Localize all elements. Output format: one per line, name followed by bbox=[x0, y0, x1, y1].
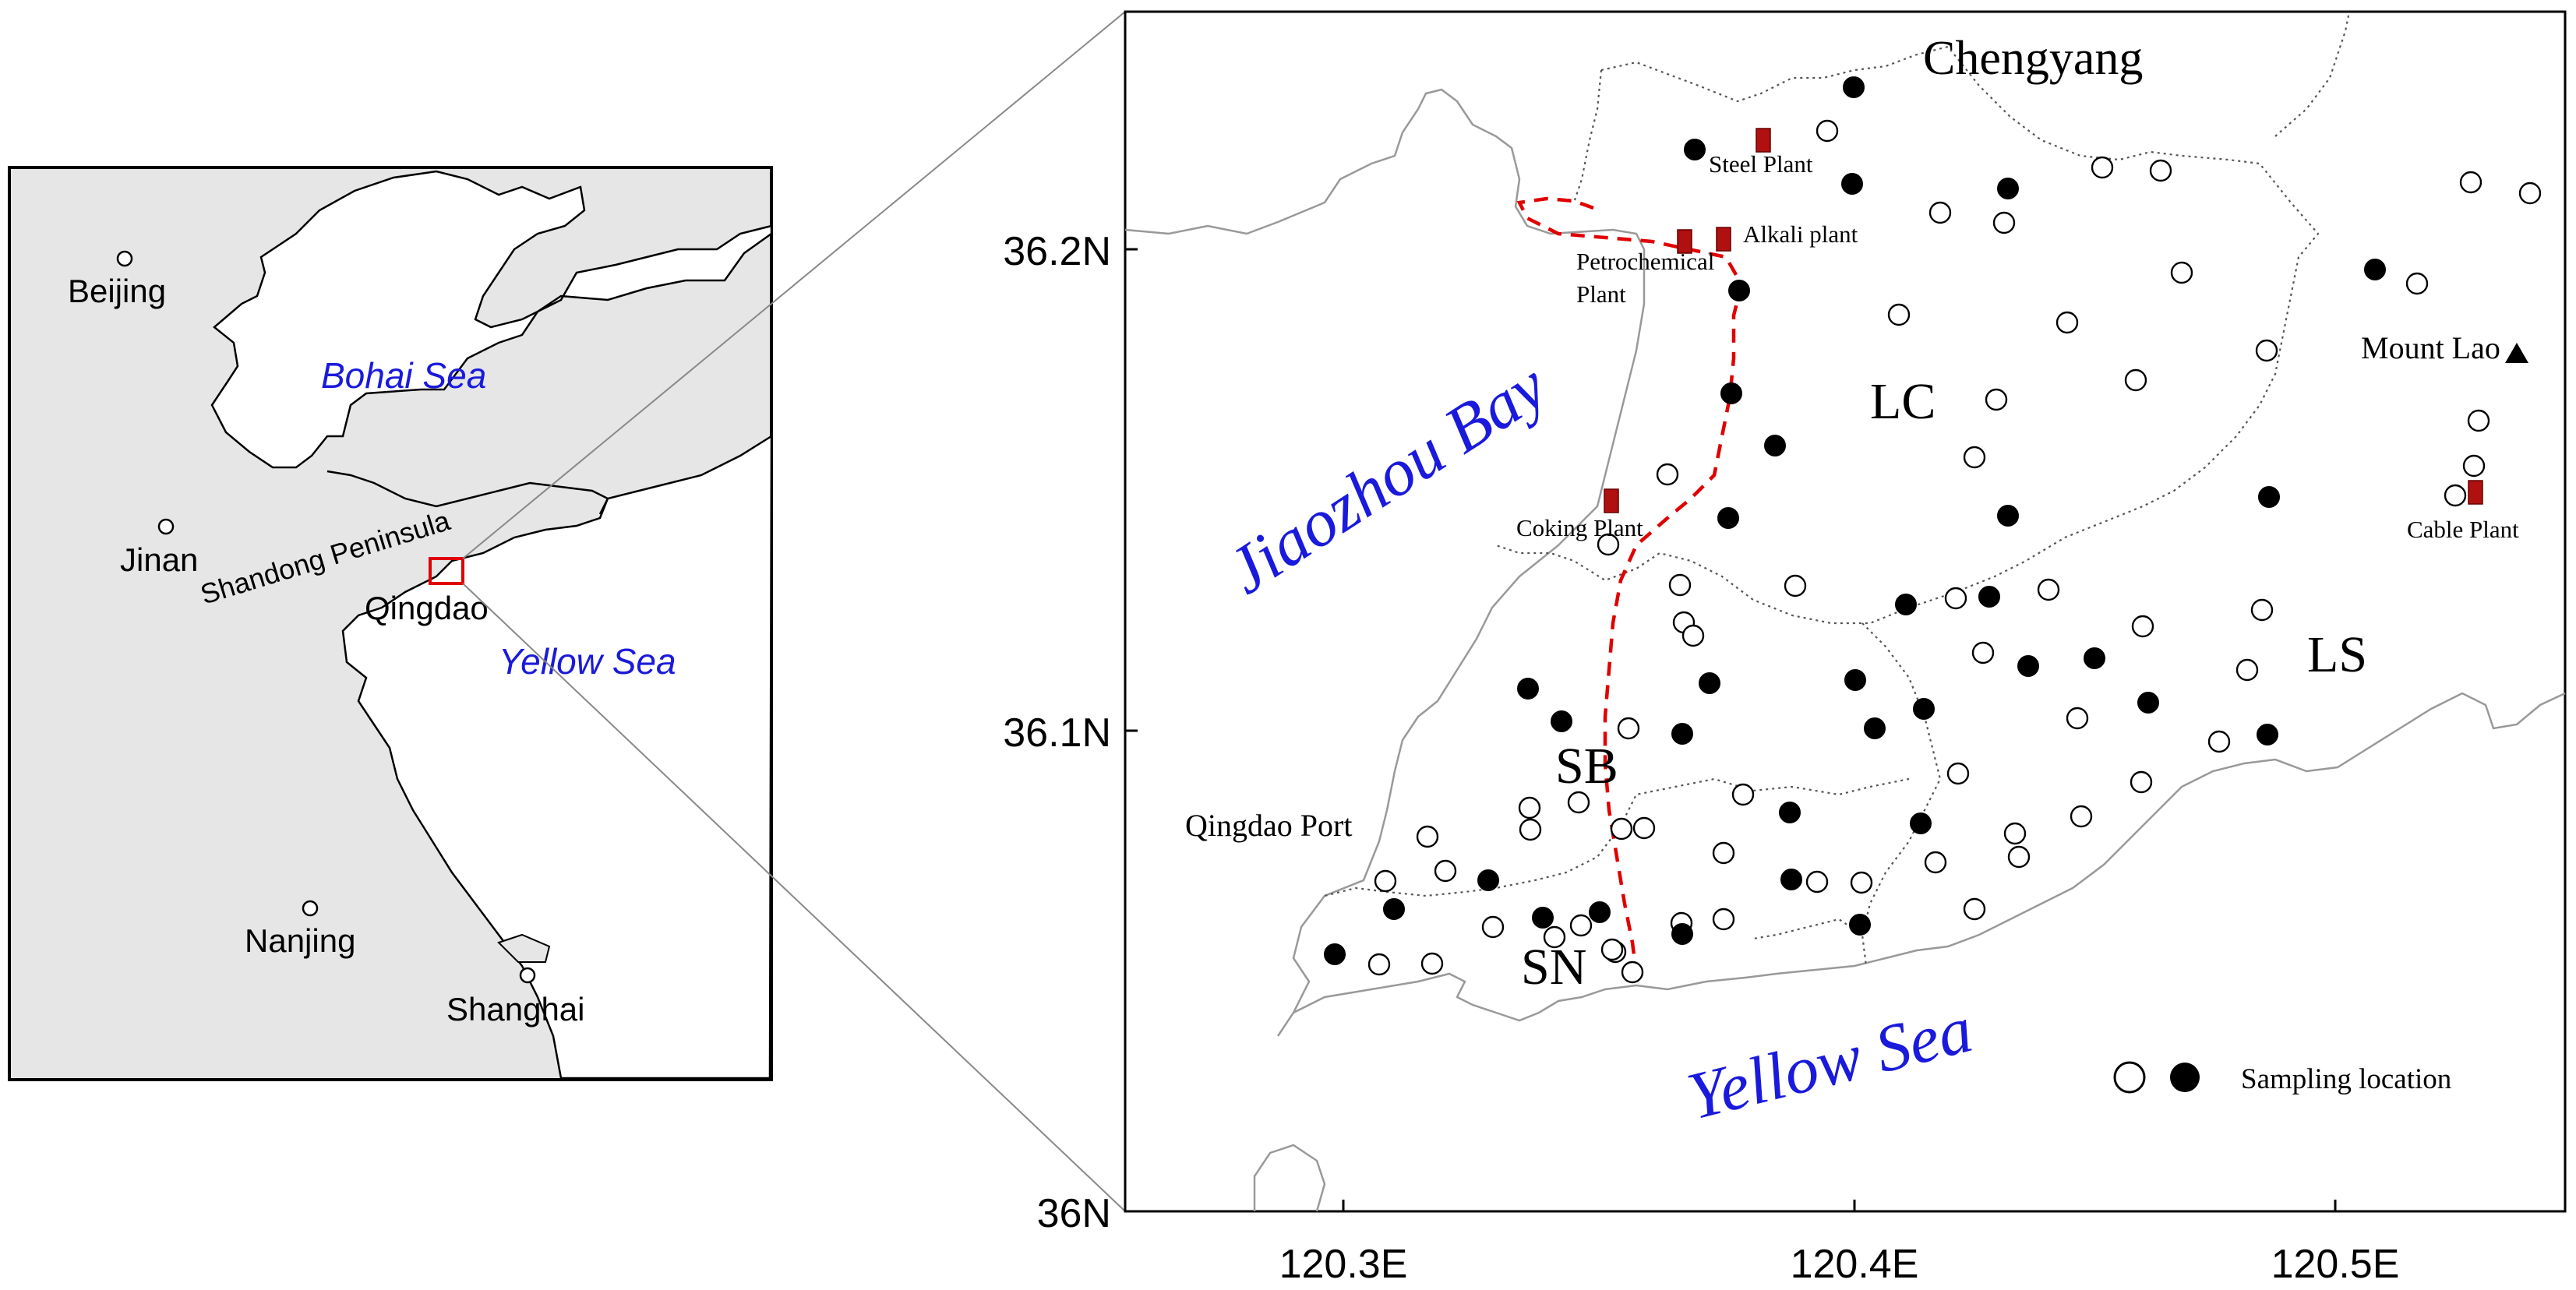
x-tick-label-120-3: 120.3E bbox=[1279, 1242, 1408, 1287]
coking-plant-label: Coking Plant bbox=[1516, 514, 1643, 541]
detail-frame bbox=[1124, 10, 2567, 1213]
x-tick-label-120-4: 120.4E bbox=[1791, 1242, 1919, 1287]
coking-plant-marker bbox=[1604, 488, 1619, 513]
district-ls-label: LS bbox=[2307, 626, 2367, 683]
legend-label: Sampling location bbox=[2241, 1063, 2451, 1095]
urban-boundary-line bbox=[1516, 196, 1744, 975]
district-sn-label: SN bbox=[1521, 939, 1586, 996]
shanghai-label: Shanghai bbox=[446, 991, 585, 1027]
cable-plant-label: Cable Plant bbox=[2407, 516, 2519, 543]
district-lc-label: LC bbox=[1870, 373, 1936, 430]
peninsula-north-coast bbox=[326, 470, 609, 515]
y-tick-label-36: 36N bbox=[1037, 1191, 1111, 1236]
district-sb-label: SB bbox=[1555, 738, 1618, 795]
overview-yellow-sea-label: Yellow Sea bbox=[499, 641, 676, 682]
overview-map: Beijing Jinan Qingdao Nanjing Shanghai B… bbox=[8, 166, 773, 1081]
detail-map: Steel Plant Alkali plant Petrochemical P… bbox=[1003, 10, 2567, 1287]
alkali-plant-label: Alkali plant bbox=[1743, 220, 1858, 248]
legend: Sampling location bbox=[2113, 1061, 2451, 1095]
petrochemical-plant-label-line1: Petrochemical bbox=[1576, 248, 1714, 275]
x-tick-label-120-5: 120.5E bbox=[2271, 1242, 2400, 1287]
alkali-plant-marker bbox=[1716, 227, 1731, 252]
nanjing-marker bbox=[302, 900, 319, 917]
bohai-sea-label: Bohai Sea bbox=[321, 355, 486, 396]
district-boundaries bbox=[1324, 11, 2351, 967]
zoom-line-bottom bbox=[462, 583, 1126, 1212]
steel-plant-label: Steel Plant bbox=[1709, 150, 1813, 178]
qingdao-port-label: Qingdao Port bbox=[1185, 808, 1352, 843]
beijing-label: Beijing bbox=[68, 273, 166, 309]
y-tick-label-36-1: 36.1N bbox=[1003, 710, 1111, 756]
jinan-marker bbox=[157, 518, 175, 535]
mount-lao-icon bbox=[2505, 343, 2528, 363]
petrochemical-plant-label-line2: Plant bbox=[1576, 280, 1626, 308]
coastline-west bbox=[1124, 88, 1646, 1037]
qingdao-label: Qingdao bbox=[365, 590, 489, 626]
sampling-points-filled bbox=[1324, 76, 2386, 965]
steel-plant-marker bbox=[1756, 128, 1771, 153]
plant-markers bbox=[1604, 128, 2483, 513]
sampling-points-open bbox=[1367, 119, 2542, 984]
jinan-label: Jinan bbox=[120, 541, 198, 578]
chongming-island bbox=[497, 933, 551, 963]
shanghai-marker bbox=[519, 967, 536, 984]
coastline-southwest bbox=[1253, 1144, 1326, 1212]
qingdao-inset-box bbox=[429, 557, 464, 585]
zoom-line-top bbox=[462, 11, 1126, 559]
coastline-south bbox=[1293, 692, 2566, 1022]
chengyang-label: Chengyang bbox=[1923, 32, 2143, 85]
mount-lao-label: Mount Lao bbox=[2361, 330, 2500, 365]
legend-open-circle bbox=[2113, 1061, 2146, 1094]
y-tick-label-36-2: 36.2N bbox=[1003, 229, 1111, 274]
bohai-sea-water bbox=[210, 170, 773, 469]
axis-ticks bbox=[1125, 248, 2337, 1211]
legend-filled-circle bbox=[2170, 1063, 2200, 1092]
nanjing-label: Nanjing bbox=[245, 922, 355, 959]
cable-plant-marker bbox=[2468, 480, 2483, 505]
beijing-marker bbox=[116, 250, 133, 267]
petrochemical-plant-marker bbox=[1677, 229, 1692, 254]
